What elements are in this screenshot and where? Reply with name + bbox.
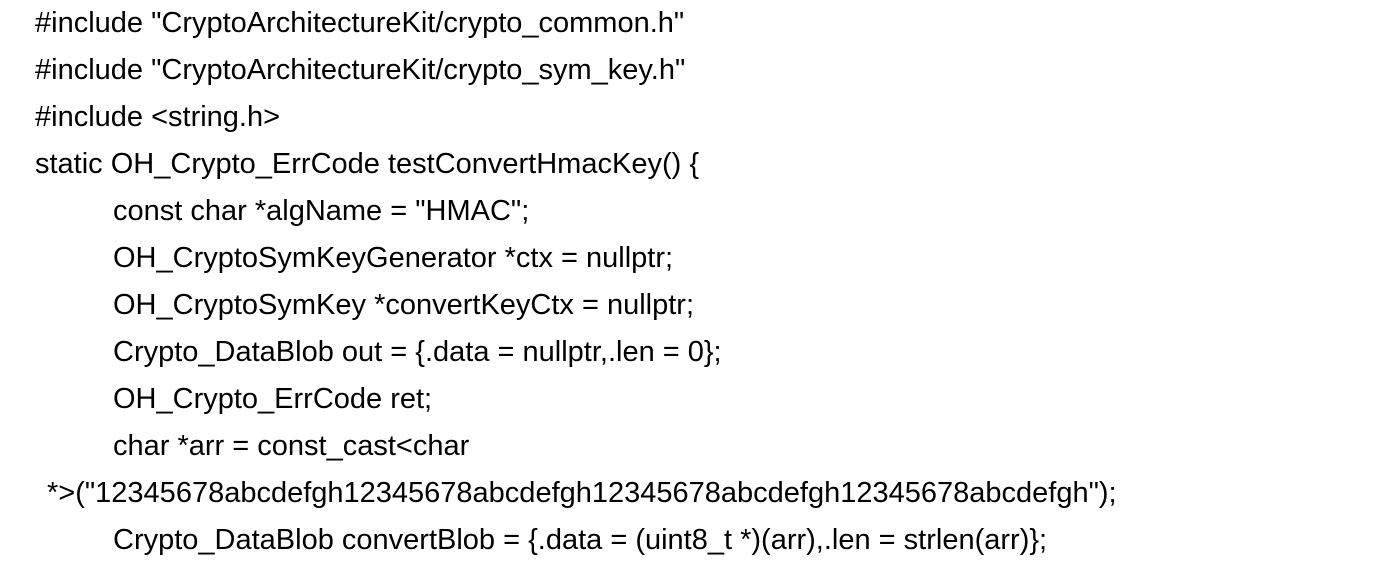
code-line: #include <string.h> <box>35 101 281 133</box>
code-line: Crypto_DataBlob convertBlob = {.data = (… <box>113 524 1048 556</box>
code-line: char *arr = const_cast<char <box>113 430 470 462</box>
code-line: OH_CryptoSymKey *convertKeyCtx = nullptr… <box>113 289 695 321</box>
code-line: #include "CryptoArchitectureKit/crypto_c… <box>35 7 685 39</box>
code-line: Crypto_DataBlob out = {.data = nullptr,.… <box>113 336 722 368</box>
code-line: OH_Crypto_ErrCode ret; <box>113 383 433 415</box>
code-line: const char *algName = "HMAC"; <box>113 195 530 227</box>
code-line: OH_CryptoSymKeyGenerator *ctx = nullptr; <box>113 242 674 274</box>
code-line: *>("12345678abcdefgh12345678abcdefgh1234… <box>47 477 1117 509</box>
code-line: static OH_Crypto_ErrCode testConvertHmac… <box>35 148 699 180</box>
code-line: #include "CryptoArchitectureKit/crypto_s… <box>35 54 686 86</box>
